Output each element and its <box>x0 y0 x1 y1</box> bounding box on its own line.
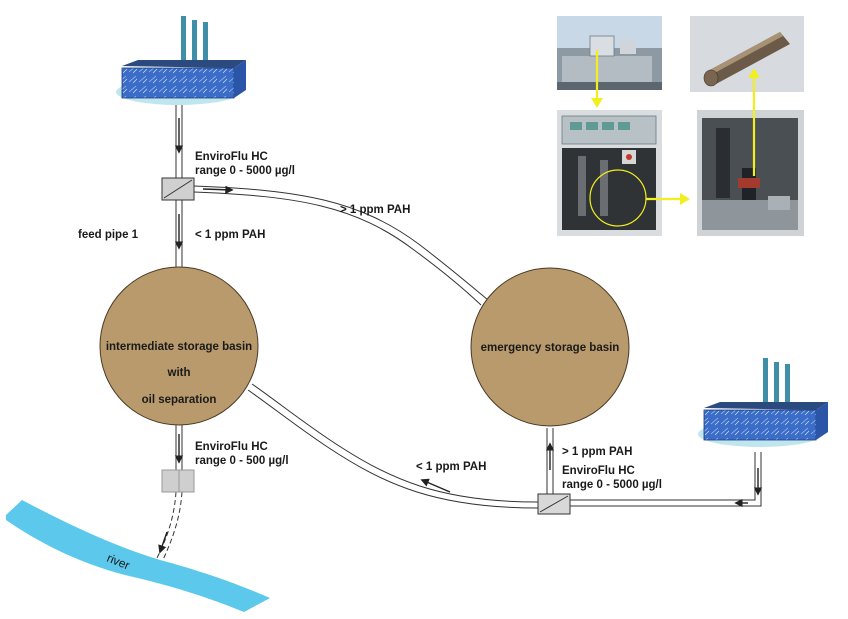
arrow-icon <box>202 185 234 194</box>
valve-bottom-left <box>161 469 195 493</box>
sensor-bottom-name: EnviroFlu HC <box>195 441 268 453</box>
pipe-outlet-to-river <box>155 491 177 561</box>
valve-right <box>537 493 571 515</box>
sensor-right-name: EnviroFlu HC <box>562 465 635 477</box>
feed-pipe-label: feed pipe 1 <box>78 229 139 241</box>
photo-analyzer-cabinet <box>557 110 662 236</box>
gt-ppm-top-label: > 1 ppm PAH <box>340 204 410 216</box>
valve-box-icon <box>161 469 195 493</box>
valve-top <box>161 177 195 201</box>
pipe-factory-to-valve <box>175 104 183 178</box>
pipe-emergency-to-valve <box>546 428 554 496</box>
factory-right <box>698 358 828 447</box>
emergency-storage-basin <box>470 267 630 427</box>
arrow-icon <box>158 531 168 554</box>
arrow-icon <box>420 478 451 493</box>
pipe-factory-right <box>568 452 762 507</box>
flow-arrows <box>158 118 763 554</box>
basin-left-line-3: oil separation <box>142 394 217 406</box>
photo-station-exterior <box>557 16 662 90</box>
feed-pipe-1 <box>175 200 183 268</box>
lt-ppm-top-label: < 1 ppm PAH <box>195 229 265 241</box>
factory-icon <box>698 358 828 447</box>
photo-connectors <box>591 50 760 205</box>
basin-left-line-1: intermediate storage basin <box>106 341 252 353</box>
river <box>6 500 270 612</box>
sensor-top-name: EnviroFlu HC <box>195 151 268 163</box>
photo-cabinet-interior <box>697 110 804 236</box>
pipe-valve-to-emergency <box>193 185 489 301</box>
factory-icon <box>116 16 246 105</box>
photo-sensor-probe <box>690 16 804 92</box>
gt-ppm-right-label: > 1 ppm PAH <box>562 446 632 458</box>
sensor-bottom-range: range 0 - 500 µg/l <box>195 455 289 467</box>
sensor-top-range: range 0 - 5000 µg/l <box>195 165 295 177</box>
pipe-valve-to-intermediate <box>251 383 539 503</box>
lt-ppm-bottom-label: < 1 ppm PAH <box>416 461 486 473</box>
sensor-right-range: range 0 - 5000 µg/l <box>562 479 662 491</box>
basin-right-label: emergency storage basin <box>481 342 620 354</box>
intermediate-storage-basin <box>99 266 259 426</box>
pipes <box>155 104 762 563</box>
basin-left-line-2: with <box>167 367 191 379</box>
factory-top <box>116 16 246 105</box>
